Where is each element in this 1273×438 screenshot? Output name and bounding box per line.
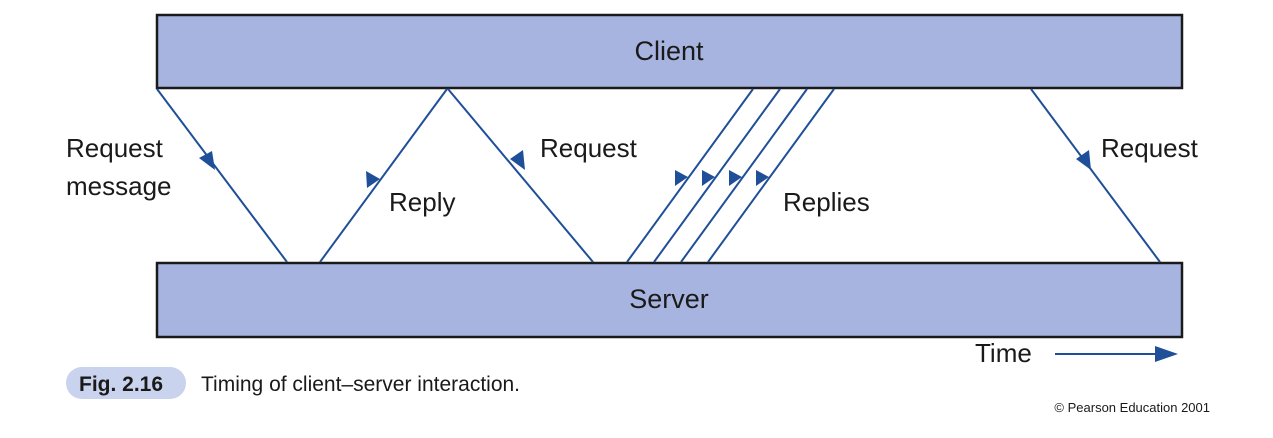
- request-line-2: [447, 88, 594, 263]
- replies-line-4: [707, 88, 835, 263]
- arrowheads: [199, 150, 1091, 188]
- replies-label: Replies: [783, 187, 870, 217]
- arrowhead-icon: [702, 170, 715, 186]
- replies-line-3: [680, 88, 808, 263]
- message-lines: [156, 88, 1161, 263]
- time-arrow-icon: [1155, 346, 1178, 362]
- replies-line-2: [653, 88, 781, 263]
- request-label-3: Request: [1101, 133, 1199, 163]
- arrowhead-icon: [510, 150, 525, 170]
- arrowhead-icon: [756, 170, 769, 186]
- time-label: Time: [975, 338, 1032, 368]
- request-line-3: [1030, 88, 1161, 263]
- arrowhead-icon: [729, 170, 742, 186]
- figure-number: Fig. 2.16: [79, 373, 163, 396]
- replies-line-1: [626, 88, 754, 263]
- arrowhead-icon: [199, 151, 215, 170]
- caption-text: Timing of client–server interaction.: [201, 373, 520, 396]
- client-label: Client: [634, 36, 704, 66]
- arrowhead-icon: [366, 171, 380, 188]
- reply-line: [319, 88, 448, 263]
- client-bar: Client: [155, 13, 1184, 90]
- arrowhead-icon: [1076, 150, 1091, 170]
- request-message-line: [156, 88, 288, 263]
- request-label-2: Request: [540, 133, 638, 163]
- time-axis: Time: [975, 338, 1178, 368]
- request-message-label-line2: message: [66, 171, 172, 201]
- server-bar: Server: [155, 261, 1184, 339]
- figure-badge: [66, 367, 186, 399]
- server-label: Server: [629, 284, 709, 314]
- copyright-notice: © Pearson Education 2001: [1054, 400, 1210, 415]
- reply-label: Reply: [389, 187, 455, 217]
- request-message-label-line1: Request: [66, 133, 164, 163]
- figure-caption: Fig. 2.16 Timing of client–server intera…: [66, 367, 520, 399]
- arrowhead-icon: [675, 170, 688, 186]
